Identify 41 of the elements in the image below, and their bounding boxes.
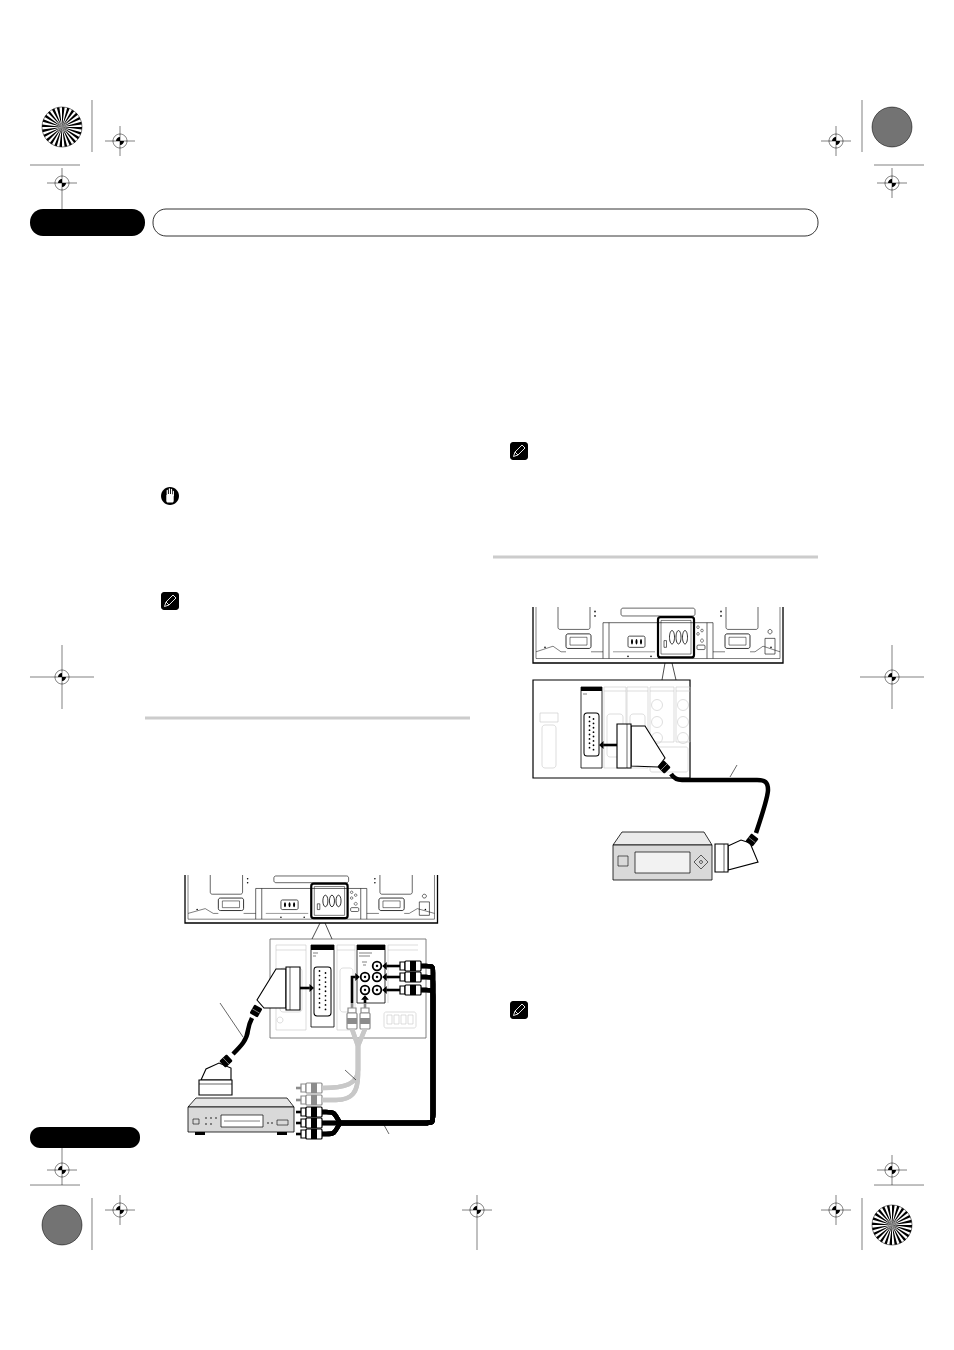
scart-plug bbox=[249, 966, 301, 1018]
rca-jack bbox=[371, 971, 383, 983]
callout-line bbox=[661, 662, 666, 681]
rca-plug bbox=[296, 1128, 323, 1140]
rca-plug bbox=[395, 984, 422, 996]
scart-cable bbox=[669, 772, 771, 834]
scart-plug bbox=[198, 1054, 233, 1096]
tv-back-drawing bbox=[184, 874, 439, 924]
rca-plug bbox=[359, 1003, 371, 1030]
callout-line bbox=[671, 662, 677, 681]
scart-socket bbox=[583, 712, 600, 757]
rca-jack bbox=[371, 960, 383, 972]
rca-plug bbox=[346, 1003, 358, 1030]
scart-cable bbox=[231, 1017, 255, 1056]
tv-back-drawing bbox=[532, 606, 784, 664]
rca-jack bbox=[371, 984, 383, 996]
insertion-arrow bbox=[350, 973, 360, 1003]
insertion-arrow bbox=[361, 995, 369, 1003]
rca-plug bbox=[296, 1082, 323, 1094]
insertion-arrow bbox=[599, 741, 617, 749]
recorder-drawing bbox=[612, 831, 713, 881]
scart-plug bbox=[616, 723, 671, 774]
scart-socket bbox=[313, 966, 332, 1017]
insertion-arrow bbox=[300, 984, 314, 992]
insertion-arrow bbox=[382, 986, 395, 994]
rca-plug bbox=[296, 1106, 323, 1118]
rca-plug bbox=[395, 971, 422, 983]
callout-line bbox=[324, 922, 333, 940]
audio-cable bbox=[321, 1028, 368, 1103]
rca-plug bbox=[296, 1117, 323, 1129]
video-cable bbox=[322, 963, 436, 1137]
rca-plug bbox=[296, 1094, 323, 1106]
rca-jack bbox=[359, 984, 371, 996]
callout-line bbox=[311, 922, 321, 940]
rca-plug bbox=[395, 960, 422, 972]
scart-plug bbox=[714, 833, 759, 873]
insertion-arrow bbox=[382, 973, 395, 981]
rca-jack bbox=[359, 971, 371, 983]
insertion-arrow bbox=[382, 962, 395, 970]
dvd-player-drawing bbox=[187, 1097, 295, 1135]
terminal-panel-drawing bbox=[269, 938, 427, 1039]
